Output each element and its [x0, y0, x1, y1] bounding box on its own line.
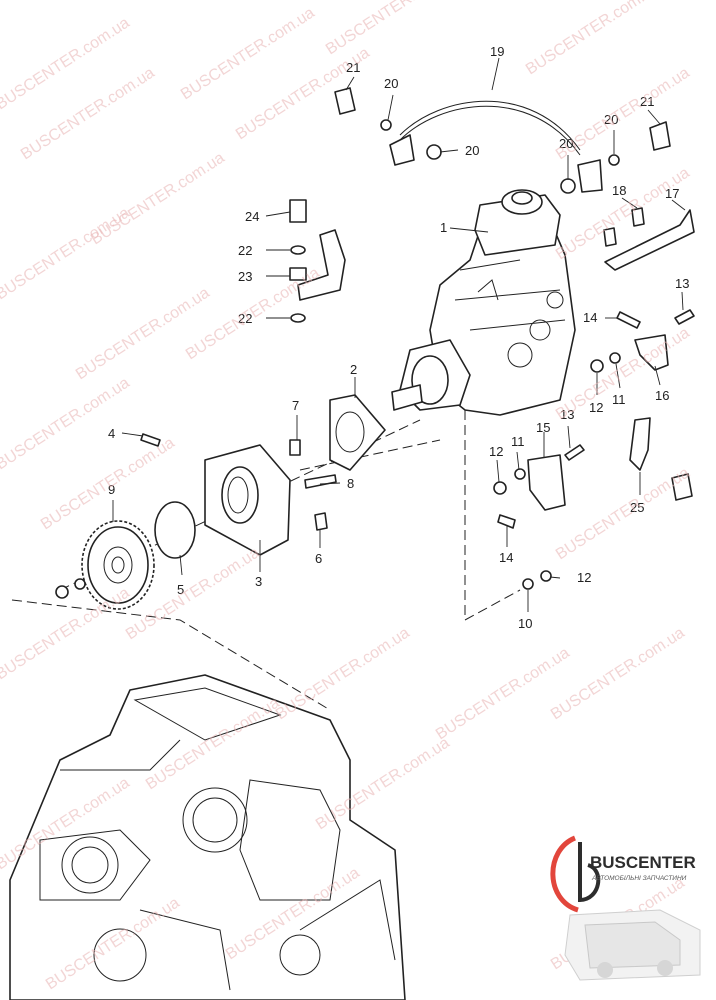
callout-15: 15 — [536, 420, 550, 435]
callout-9: 9 — [108, 482, 115, 497]
leader-lines — [112, 57, 686, 612]
watermark-text: BUSCENTER.com.ua — [553, 324, 693, 423]
callout-23: 23 — [238, 269, 252, 284]
logo-tagline: АВТОМОБІЛЬНІ ЗАПЧАСТИНИ — [591, 875, 687, 882]
callout-18: 18 — [612, 183, 626, 198]
gasket — [329, 394, 386, 471]
watermark-text: BUSCENTER.com.ua — [553, 64, 693, 163]
watermark-text: BUSCENTER.com.ua — [553, 464, 693, 563]
watermark-text: BUSCENTER.com.ua — [323, 0, 463, 58]
callout-2: 2 — [350, 362, 357, 377]
callout-4: 4 — [108, 426, 115, 441]
fasteners — [55, 199, 695, 599]
watermark-text: BUSCENTER.com.ua — [548, 624, 688, 723]
callout-12b: 12 — [489, 444, 503, 459]
callout-labels: 1 2 3 4 5 6 7 8 9 10 11 11 12 12 12 13 1… — [108, 44, 689, 631]
callout-20d: 20 — [604, 112, 618, 127]
watermark-text: BUSCENTER.com.ua — [0, 204, 133, 303]
callout-21b: 21 — [640, 94, 654, 109]
callout-6: 6 — [315, 551, 322, 566]
callout-13a: 13 — [560, 407, 574, 422]
callout-14b: 14 — [499, 550, 513, 565]
buscenter-logo: BUSCENTER АВТОМОБІЛЬНІ ЗАПЧАСТИНИ — [550, 835, 701, 981]
watermark-text: BUSCENTER.com.ua — [553, 164, 693, 263]
callout-22a: 22 — [238, 243, 252, 258]
callout-1: 1 — [440, 220, 447, 235]
callout-20a: 20 — [384, 76, 398, 91]
callout-14a: 14 — [583, 310, 597, 325]
engine-block — [9, 674, 406, 1000]
callout-22b: 22 — [238, 311, 252, 326]
watermark-text: BUSCENTER.com.ua — [273, 624, 413, 723]
callout-13b: 13 — [675, 276, 689, 291]
drive-gear — [81, 520, 155, 610]
callout-19: 19 — [490, 44, 504, 59]
fuel-return-line — [334, 87, 671, 194]
callout-12a: 12 — [589, 400, 603, 415]
injection-pump — [391, 189, 576, 416]
callout-7: 7 — [292, 398, 299, 413]
watermark-text: BUSCENTER.com.ua — [73, 284, 213, 383]
callout-3: 3 — [255, 574, 262, 589]
callout-20b: 20 — [465, 143, 479, 158]
callout-20c: 20 — [559, 136, 573, 151]
logo-brand: BUSCENTER — [590, 853, 696, 872]
callout-11a: 11 — [612, 392, 626, 407]
callout-24: 24 — [245, 209, 259, 224]
callout-12c: 12 — [577, 570, 591, 585]
callout-10: 10 — [518, 616, 532, 631]
callout-21a: 21 — [346, 60, 360, 75]
watermark-text: BUSCENTER.com.ua — [523, 0, 663, 78]
callout-16: 16 — [655, 388, 669, 403]
watermark-text: BUSCENTER.com.ua — [433, 644, 573, 743]
watermark-text: BUSCENTER.com.ua — [0, 584, 133, 683]
callout-8: 8 — [347, 476, 354, 491]
watermark-text: BUSCENTER.com.ua — [0, 374, 133, 473]
callout-17: 17 — [665, 186, 679, 201]
callout-11b: 11 — [511, 434, 525, 449]
o-ring — [154, 501, 196, 559]
callout-25: 25 — [630, 500, 644, 515]
callout-5: 5 — [177, 582, 184, 597]
